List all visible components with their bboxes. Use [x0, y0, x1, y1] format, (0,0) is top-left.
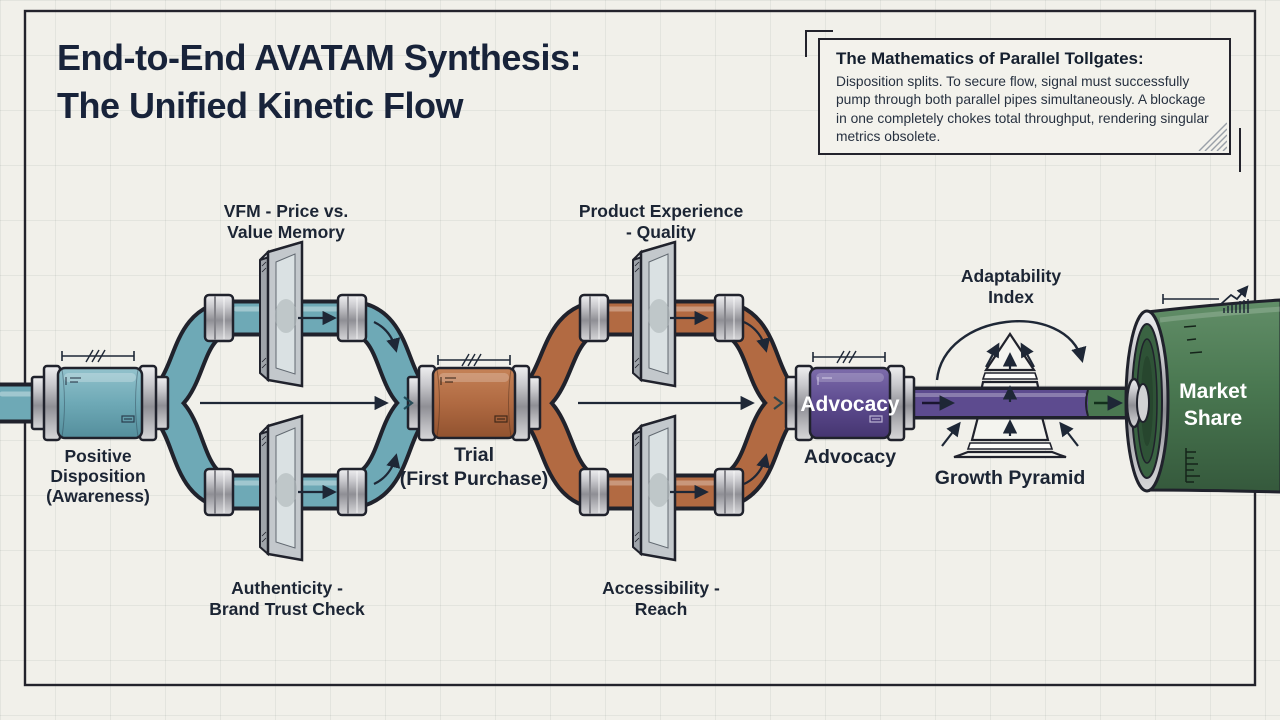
label-authenticity-1: Authenticity - [231, 578, 343, 598]
page-title-line2: The Unified Kinetic Flow [57, 84, 464, 126]
stage-positive-disposition-coupling [30, 364, 170, 442]
convergence-chevrons [403, 396, 784, 410]
page-title-line1: End-to-End AVATAM Synthesis: [57, 37, 581, 78]
pipe-ring [578, 293, 610, 343]
label-trial-2: (First Purchase) [400, 468, 548, 490]
label-adaptability-1: Adaptability [961, 266, 1061, 286]
dimension-line-advocacy [812, 350, 886, 364]
label-trial-1: Trial [454, 444, 494, 466]
label-product-experience-1: Product Experience [579, 201, 744, 221]
dimension-line-trial [437, 353, 511, 367]
pipe-ring [336, 293, 368, 343]
label-positive-disposition-1: Positive [64, 446, 131, 466]
growth-trend-icon [1162, 285, 1249, 313]
label-accessibility-1: Accessibility - [602, 578, 720, 598]
label-positive-disposition-3: (Awareness) [46, 486, 150, 506]
pyramid-arrows [941, 342, 1079, 447]
flow-arrows [200, 310, 771, 500]
tank-gauge-ticks [1183, 325, 1203, 483]
label-product-experience-2: - Quality [626, 222, 696, 242]
pipe-ring [713, 293, 745, 343]
tollgate-filter-product-experience [631, 240, 677, 388]
pipe-ring [203, 293, 235, 343]
callout-body: Disposition splits. To secure flow, sign… [836, 74, 1209, 145]
pipe-ring [713, 467, 745, 517]
market-share-label-line1: Market [1179, 380, 1247, 403]
callout-bracket [805, 30, 1241, 172]
tollgate-filter-accessibility [631, 414, 677, 562]
label-authenticity-2: Brand Trust Check [209, 599, 365, 619]
callout-corner-hatch [1198, 122, 1227, 151]
stage-market-share-tank: Market Share [1094, 298, 1280, 494]
diagram-labels: Positive Disposition (Awareness) VFM - P… [46, 201, 1085, 619]
label-accessibility-2: Reach [635, 599, 688, 619]
pipe-ring [203, 467, 235, 517]
callout-box: The Mathematics of Parallel Tollgates: D… [818, 38, 1231, 155]
pipe-ring [336, 467, 368, 517]
label-vfm-1: VFM - Price vs. [224, 201, 349, 221]
label-advocacy-caption: Advocacy [804, 446, 896, 468]
label-vfm-2: Value Memory [227, 222, 345, 242]
stage-advocacy-coupling: Advocacy [784, 364, 916, 442]
label-growth-pyramid: Growth Pyramid [935, 467, 1086, 489]
adaptability-arc-arrow [935, 320, 1087, 381]
stage-trial-coupling [406, 364, 542, 442]
tollgate-filter-vfm [258, 240, 304, 388]
label-adaptability-2: Index [988, 287, 1034, 307]
callout-heading: The Mathematics of Parallel Tollgates: [836, 49, 1144, 68]
market-share-label-line2: Share [1184, 407, 1242, 430]
advocacy-pipe-label: Advocacy [800, 393, 900, 416]
page-title: End-to-End AVATAM Synthesis: The Unified… [57, 34, 777, 130]
pipe-ring [578, 467, 610, 517]
tollgate-filter-authenticity [258, 414, 304, 562]
label-positive-disposition-2: Disposition [50, 466, 145, 486]
dimension-line-positive-disposition [61, 349, 135, 363]
